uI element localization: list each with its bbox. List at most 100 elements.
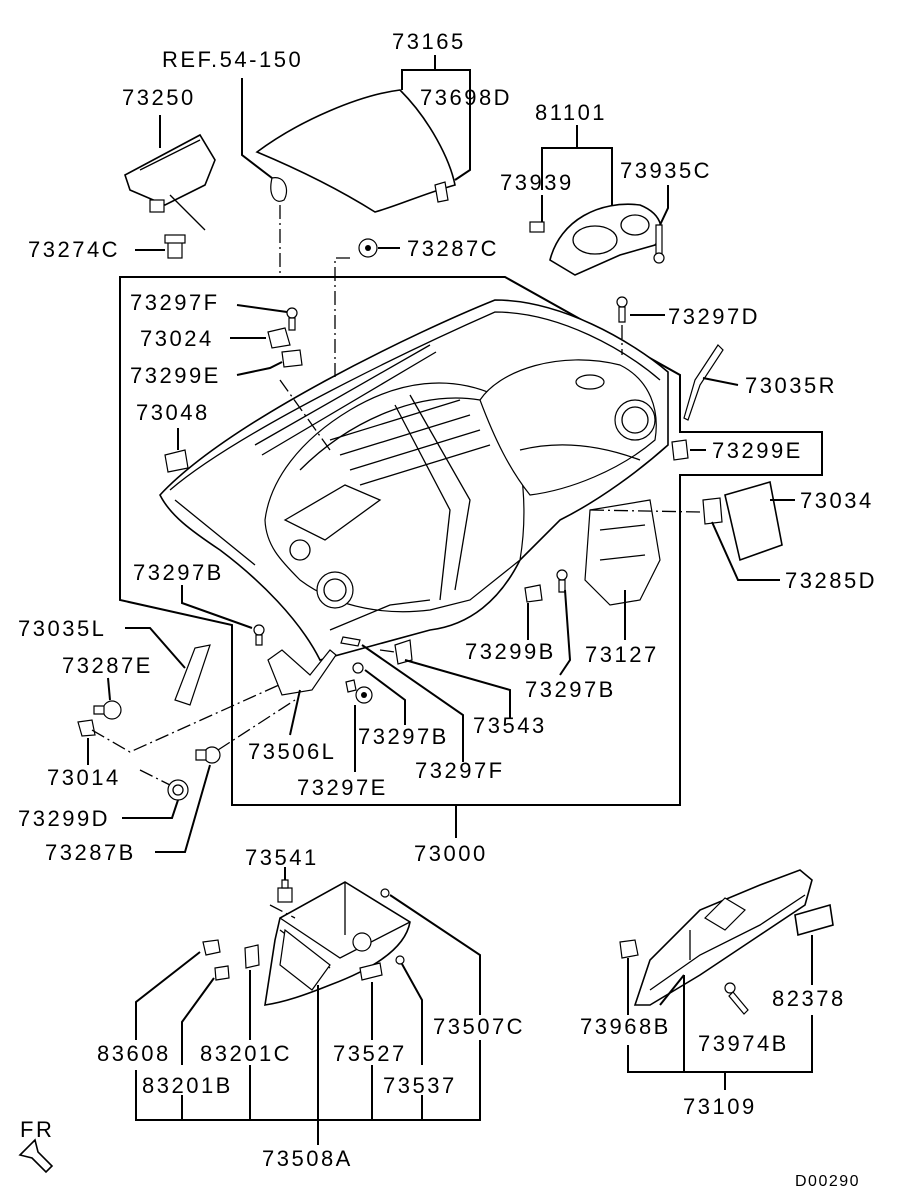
bracket-73508A	[135, 985, 481, 1145]
label-73035R: 73035R	[745, 373, 837, 398]
leader-73035R	[702, 377, 739, 386]
label-73034: 73034	[800, 488, 874, 513]
label-73543: 73543	[473, 713, 547, 738]
part-73297F-top	[286, 307, 298, 331]
part-73297B-right	[556, 569, 568, 593]
dash-73299D	[139, 769, 171, 786]
dash-73034	[589, 509, 701, 513]
part-73543	[394, 639, 413, 665]
label-73299D: 73299D	[18, 806, 110, 831]
leader-73287B	[155, 764, 211, 853]
leader-73543	[404, 659, 511, 718]
part-73024	[267, 327, 291, 349]
leader-73297B-left	[181, 585, 253, 629]
part-73541	[277, 879, 293, 903]
label-73297F-top: 73297F	[130, 290, 220, 315]
part-81101	[549, 203, 663, 276]
direction-label: FR	[20, 1117, 54, 1142]
label-73287B: 73287B	[45, 840, 136, 865]
fr-arrow-icon	[18, 1138, 54, 1174]
part-73939	[529, 221, 545, 233]
dash-73287B	[217, 699, 296, 751]
label-73974B: 73974B	[698, 1031, 789, 1056]
part-73299E-left	[281, 349, 303, 368]
label-73297D: 73297D	[668, 304, 760, 329]
leader-73537	[401, 963, 423, 1065]
label-73048: 73048	[136, 400, 210, 425]
leader-73297B-mid	[364, 669, 406, 725]
leader-83201B	[181, 977, 215, 1065]
part-73297D	[616, 296, 628, 323]
label-73297B-right: 73297B	[525, 677, 616, 702]
label-73297B-mid: 73297B	[358, 724, 449, 749]
leader-73297F-top	[236, 304, 288, 313]
dash-73287C	[334, 257, 350, 380]
label-73527: 73527	[333, 1041, 407, 1066]
instrument-panel	[159, 299, 669, 661]
part-73109	[633, 869, 813, 1006]
label-81101: 81101	[535, 100, 607, 125]
label-73024: 73024	[140, 326, 214, 351]
part-73287C	[358, 238, 378, 258]
part-73508A-glovebox	[264, 881, 411, 1006]
label-73939: 73939	[500, 170, 574, 195]
label-73698D: 73698D	[420, 85, 512, 110]
leader-73506L	[289, 689, 301, 736]
label-73285D: 73285D	[785, 568, 877, 593]
part-73974B	[724, 982, 749, 1015]
label-73935C: 73935C	[620, 158, 712, 183]
part-73507C	[380, 888, 390, 898]
label-73250: 73250	[122, 85, 196, 110]
leader-ref	[241, 78, 273, 179]
label-82378: 82378	[772, 986, 846, 1011]
part-73014	[77, 719, 96, 737]
leader-73297B-right	[559, 589, 572, 676]
leader-73299D	[122, 799, 179, 819]
label-73508A: 73508A	[262, 1146, 353, 1171]
part-73287E	[93, 700, 122, 720]
part-73287B	[195, 746, 221, 764]
part-73274C	[164, 234, 186, 259]
label-73297E: 73297E	[297, 775, 388, 800]
leader-73507C	[389, 894, 481, 1015]
leader-73035L	[125, 627, 186, 669]
leader-73285D	[711, 521, 780, 581]
bracket-73109	[627, 975, 813, 1090]
part-73250	[124, 133, 216, 231]
label-73035L: 73035L	[18, 616, 106, 641]
leader-73287E	[107, 677, 111, 701]
label-83608: 83608	[97, 1041, 171, 1066]
label-73299B: 73299B	[465, 639, 556, 664]
label-73299E-right: 73299E	[712, 438, 803, 463]
part-83608	[202, 939, 221, 956]
label-73287E: 73287E	[62, 653, 153, 678]
label-73127: 73127	[585, 642, 659, 667]
label-83201B: 83201B	[142, 1073, 233, 1098]
label-73165: 73165	[392, 29, 466, 54]
label-73109: 73109	[683, 1094, 757, 1119]
ref-knob	[270, 177, 288, 202]
part-83201B	[214, 965, 230, 981]
part-73537	[395, 955, 405, 965]
label-73541: 73541	[245, 845, 319, 870]
part-73506L	[267, 649, 337, 696]
part-73297E	[355, 686, 373, 704]
label-73507C: 73507C	[433, 1014, 525, 1039]
dash-left-1	[279, 379, 331, 451]
label-73297F-bottom: 73297F	[415, 758, 505, 783]
part-73299E-right	[671, 439, 689, 461]
leader-73299E-left	[236, 361, 283, 376]
dash-73541	[269, 904, 296, 919]
part-73297B-left	[253, 624, 265, 646]
part-83201C	[244, 944, 260, 969]
part-73035L	[174, 644, 211, 706]
label-73297B-left: 73297B	[133, 560, 224, 585]
leader-83608	[135, 951, 201, 1040]
leader-73109-arrow	[659, 974, 685, 1006]
leader-73297F-bottom	[361, 644, 464, 762]
label-73274C: 73274C	[28, 237, 120, 262]
part-73165	[255, 89, 456, 213]
part-73935C	[653, 224, 665, 264]
label-73014: 73014	[47, 765, 121, 790]
